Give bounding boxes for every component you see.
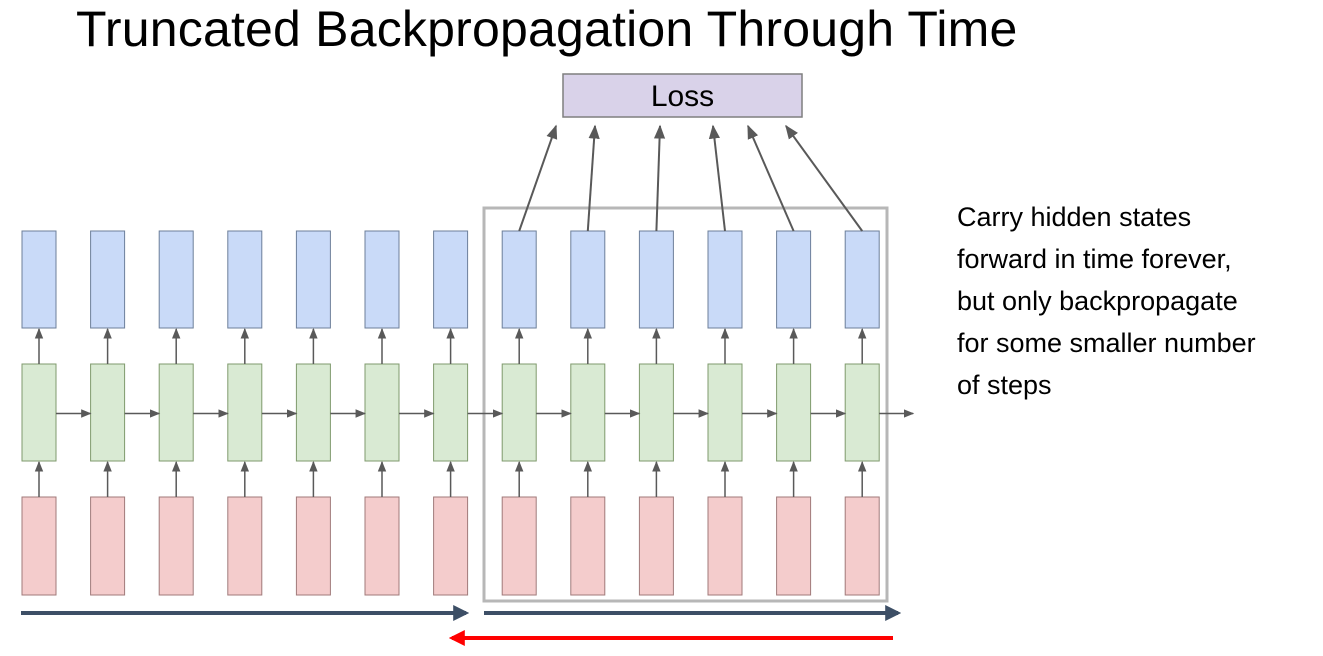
hidden-cell — [638, 363, 674, 462]
input-cell — [638, 496, 674, 596]
rnn-cells — [21, 230, 880, 596]
output-cell — [776, 230, 812, 329]
output-cell — [844, 230, 880, 329]
input-cell — [295, 496, 331, 596]
hidden-cell — [501, 363, 537, 462]
output-cell — [501, 230, 537, 329]
input-cell — [707, 496, 743, 596]
hidden-cell — [707, 363, 743, 462]
output-to-loss-arrow — [708, 124, 726, 232]
input-cell — [570, 496, 606, 596]
input-cell — [21, 496, 57, 596]
hidden-cell — [21, 363, 57, 462]
description-line: of steps — [957, 370, 1052, 400]
input-cell — [501, 496, 537, 596]
description-line: but only backpropagate — [957, 286, 1238, 316]
description-line: for some smaller number — [957, 328, 1256, 358]
loss-arrows — [518, 124, 864, 232]
output-to-loss-arrow — [785, 124, 864, 232]
output-cell — [21, 230, 57, 329]
input-cell — [776, 496, 812, 596]
hidden-cell — [227, 363, 263, 462]
hidden-cell — [844, 363, 880, 462]
output-cell — [90, 230, 126, 329]
loss-box — [562, 73, 803, 118]
hidden-cell — [776, 363, 812, 462]
hidden-cell — [295, 363, 331, 462]
rnn-connectors — [34, 327, 915, 497]
input-cell — [433, 496, 469, 596]
input-cell — [227, 496, 263, 596]
output-cell — [158, 230, 194, 329]
output-cell — [295, 230, 331, 329]
description-line: Carry hidden states — [957, 202, 1192, 232]
output-cell — [364, 230, 400, 329]
input-cell — [158, 496, 194, 596]
output-cell — [433, 230, 469, 329]
output-cell — [707, 230, 743, 329]
hidden-cell — [570, 363, 606, 462]
output-cell — [638, 230, 674, 329]
truncation-window — [482, 206, 889, 603]
output-cell — [570, 230, 606, 329]
hidden-cell — [158, 363, 194, 462]
input-cell — [364, 496, 400, 596]
hidden-cell — [90, 363, 126, 462]
hidden-cell — [364, 363, 400, 462]
loss-label: Loss — [651, 80, 714, 113]
input-cell — [90, 496, 126, 596]
description-text: Carry hidden states forward in time fore… — [957, 196, 1319, 406]
input-cell — [844, 496, 880, 596]
output-to-loss-arrow — [747, 124, 795, 232]
hidden-cell — [433, 363, 469, 462]
description-line: forward in time forever, — [957, 244, 1232, 274]
output-to-loss-arrow — [518, 124, 558, 232]
output-cell — [227, 230, 263, 329]
slide-title: Truncated Backpropagation Through Time — [76, 1, 1018, 57]
output-to-loss-arrow — [586, 124, 600, 232]
output-to-loss-arrow — [653, 124, 666, 232]
